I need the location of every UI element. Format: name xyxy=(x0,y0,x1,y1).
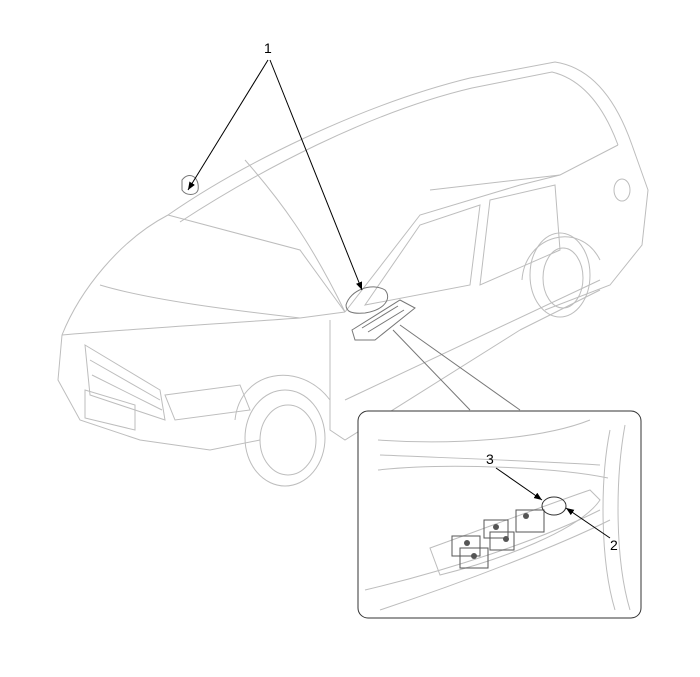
mirror-switch xyxy=(541,496,567,516)
power-window-switch-assembly xyxy=(351,299,416,341)
callout-arrows xyxy=(187,59,611,539)
detail-leader-lines xyxy=(392,324,521,411)
detail-inset xyxy=(357,410,642,619)
outside-mirror-left xyxy=(181,175,199,195)
window-switch-buttons xyxy=(451,509,545,569)
car-body-outline xyxy=(57,61,649,487)
callout-1: 1 xyxy=(264,40,272,56)
callout-3: 3 xyxy=(486,451,494,467)
callout-2: 2 xyxy=(610,537,618,553)
outside-mirror-right xyxy=(345,286,389,314)
